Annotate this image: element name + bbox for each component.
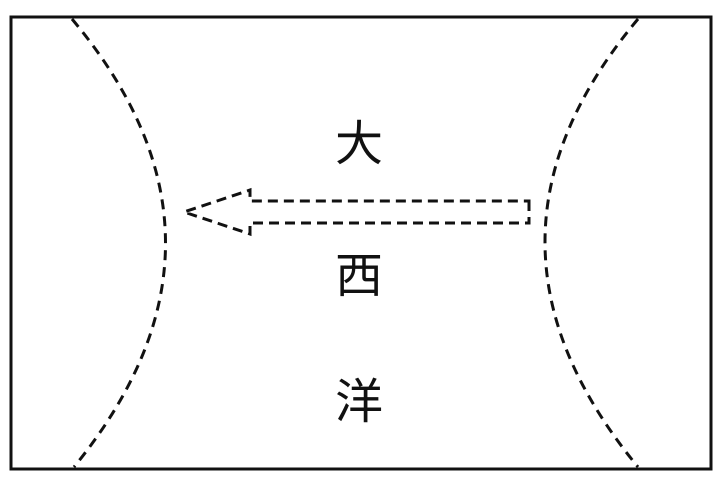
right-coastline-dashed (543, 18, 640, 468)
westward-current-arrow (179, 187, 531, 237)
ocean-label-char-3: 洋 (335, 374, 383, 430)
left-coastline-dashed (70, 18, 167, 468)
ocean-label-char-2: 西 (335, 248, 383, 304)
ocean-label-char-1: 大 (335, 116, 383, 172)
diagram-frame (9, 15, 713, 471)
